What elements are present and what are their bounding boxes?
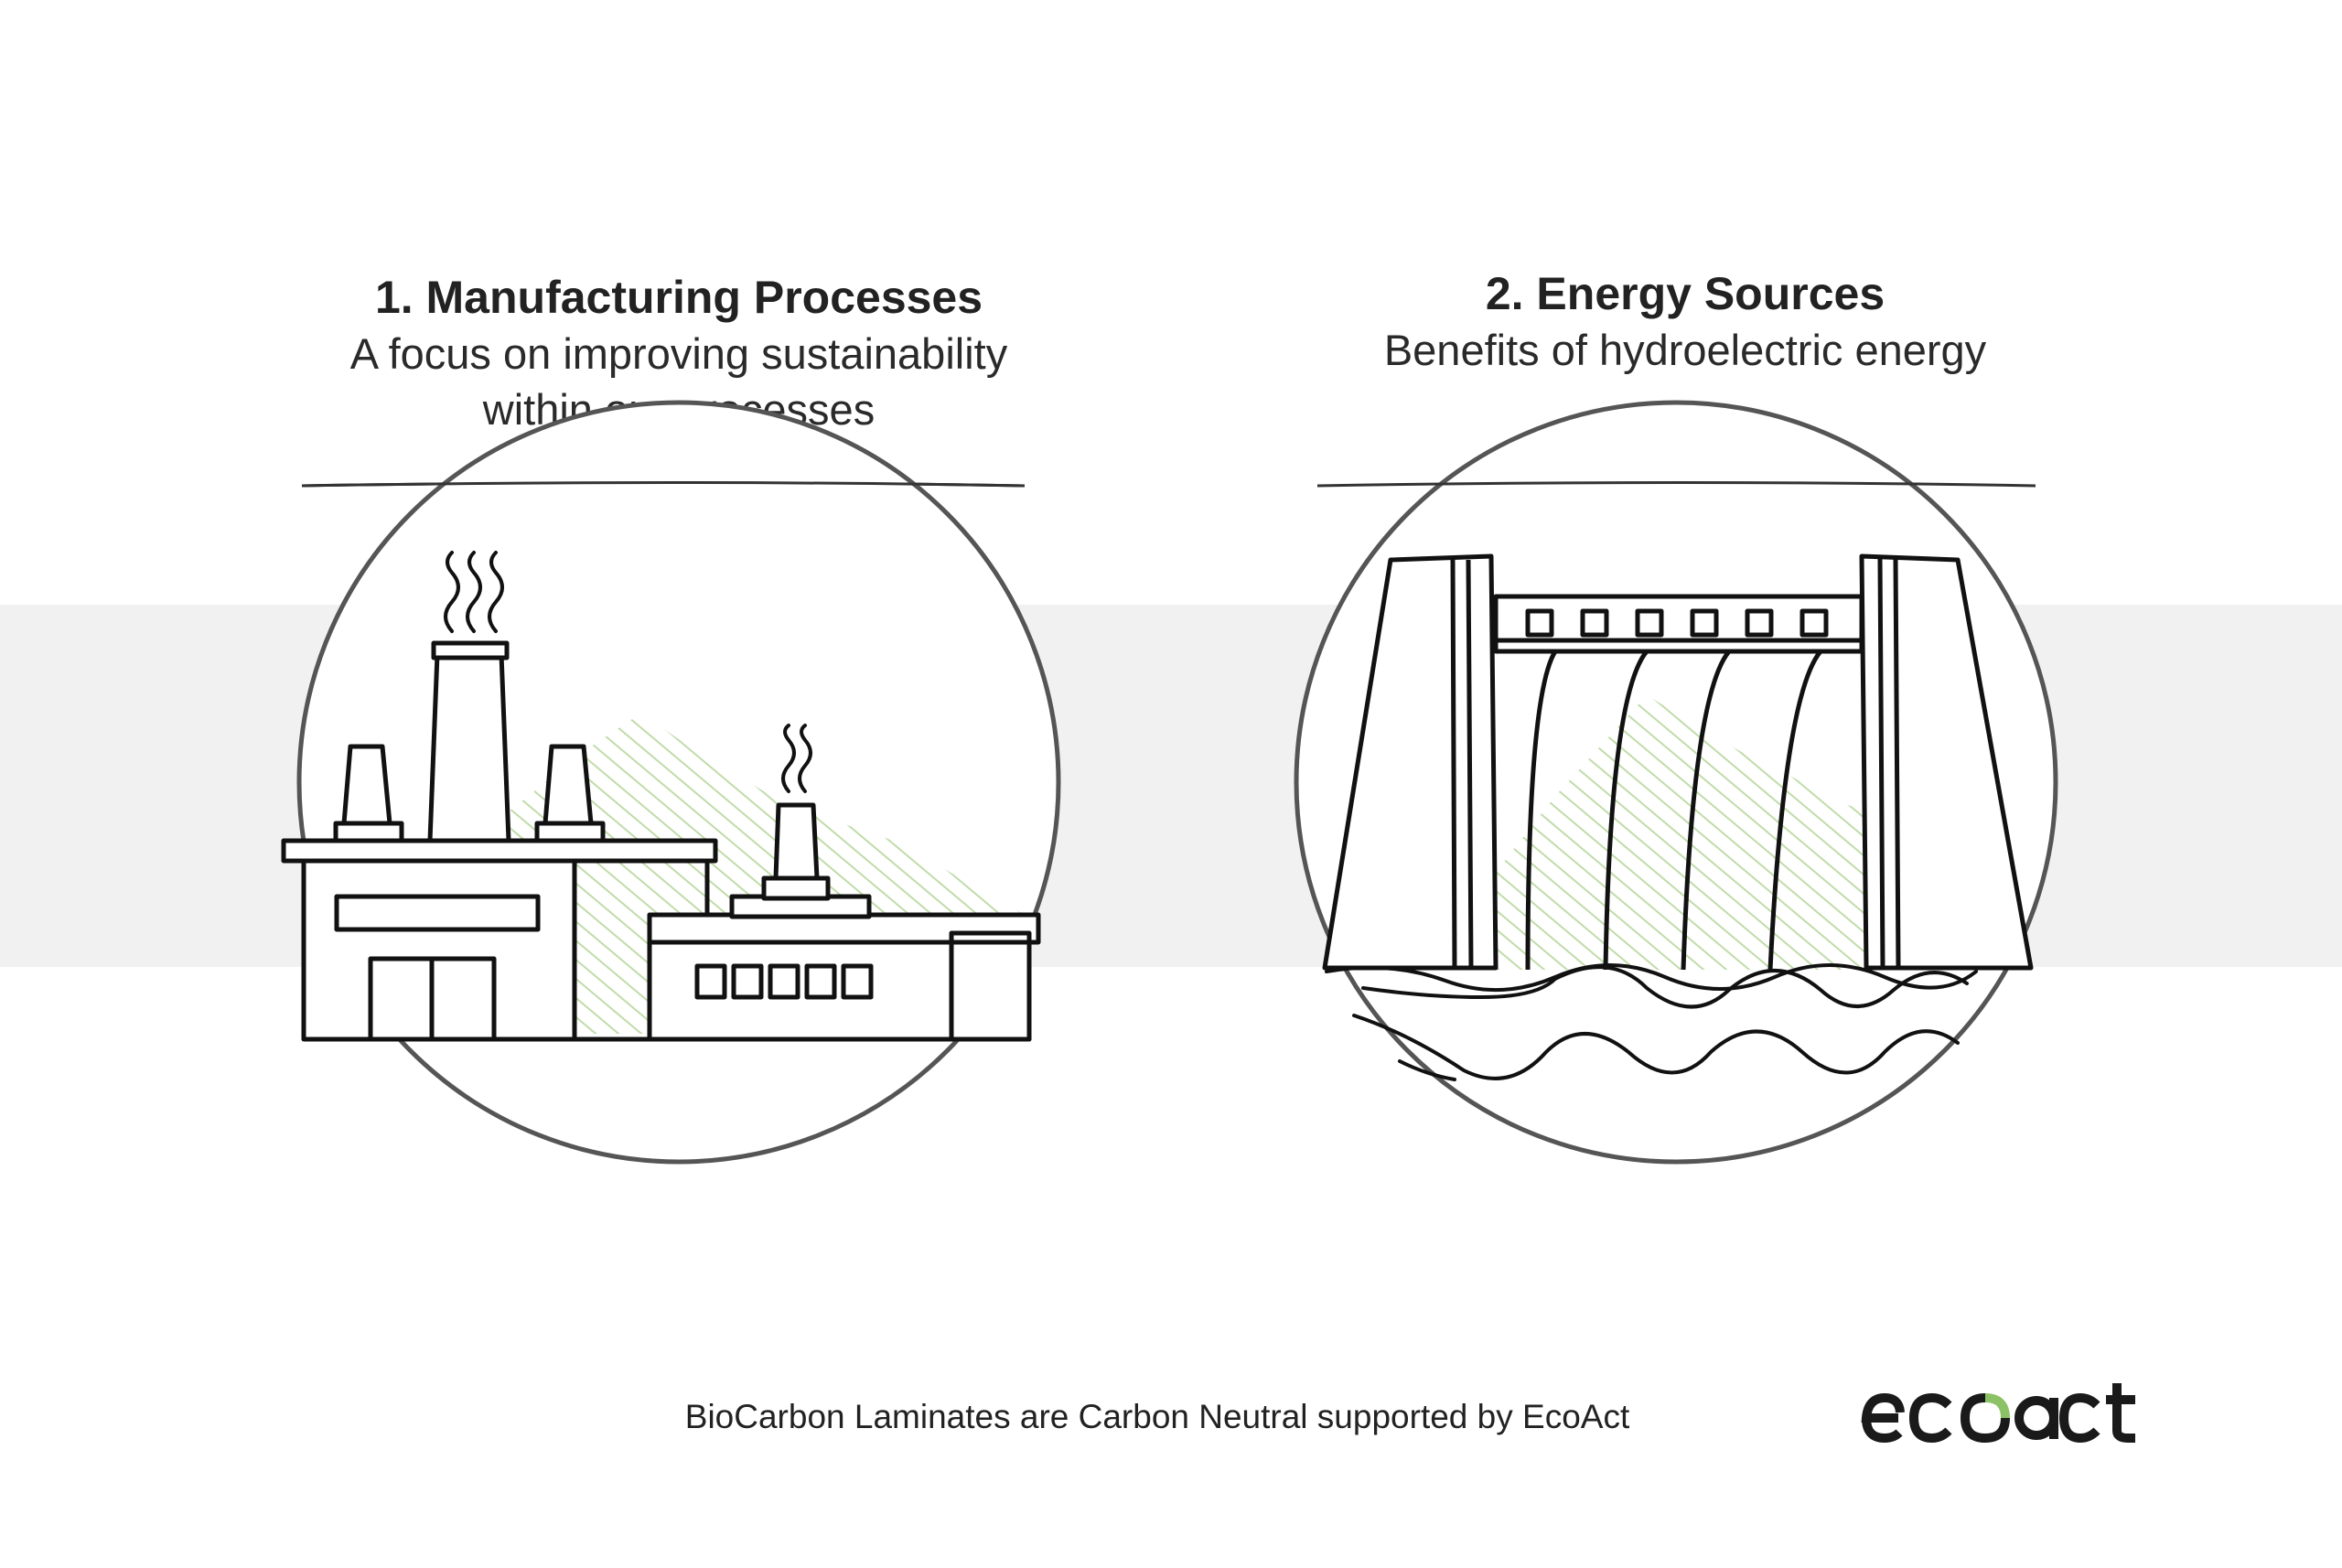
hydroelectric-dam-icon — [1294, 400, 2058, 1165]
footer-text: BioCarbon Laminates are Carbon Neutral s… — [684, 1398, 1630, 1435]
manufacturing-subtitle-line1: A focus on improving sustainability — [349, 329, 1008, 378]
energy-title: 2. Energy Sources — [1485, 268, 1885, 319]
ecoact-logo-mark — [1861, 1383, 2135, 1444]
energy-heading: 2. Energy Sources Benefits of hydroelect… — [1228, 265, 2143, 378]
factory-icon — [281, 400, 1061, 1165]
manufacturing-title: 1. Manufacturing Processes — [374, 272, 983, 323]
ecoact-logo — [1857, 1370, 2150, 1453]
energy-subtitle-line1: Benefits of hydroelectric energy — [1383, 326, 1987, 374]
